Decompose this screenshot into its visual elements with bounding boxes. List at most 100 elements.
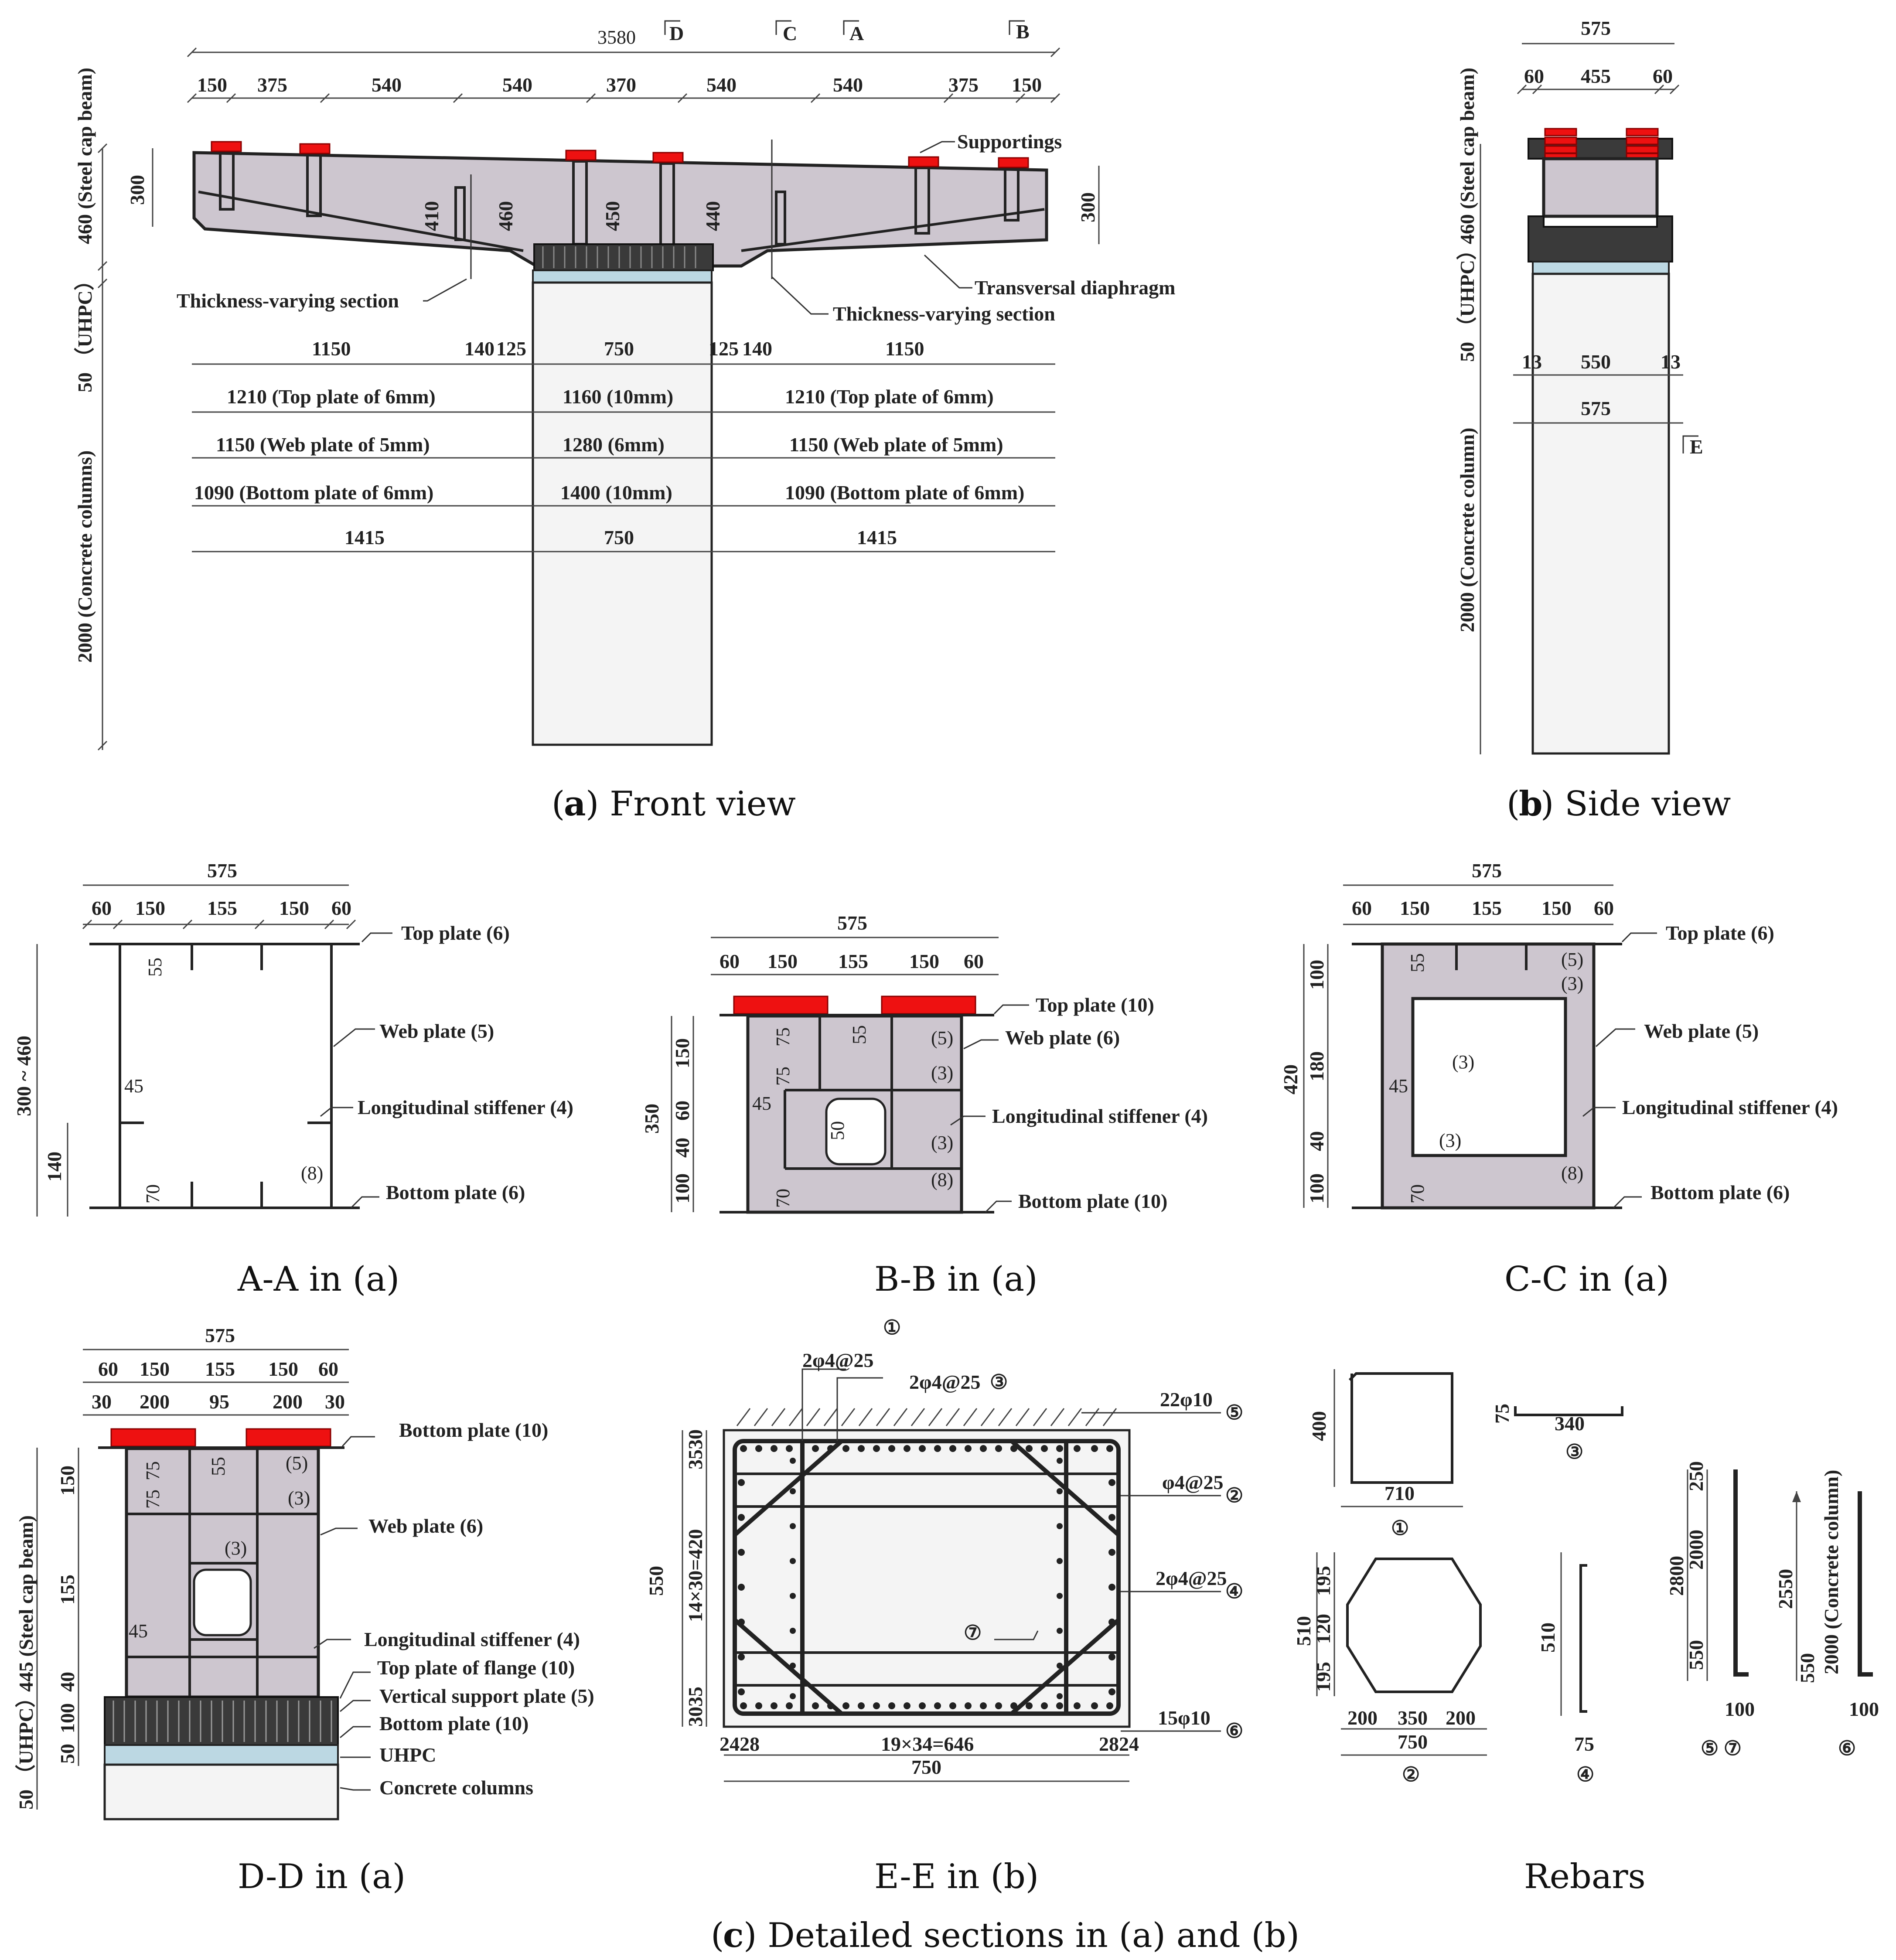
front-dim-6: 540 <box>706 74 737 96</box>
aa-dim-1: 60 <box>92 897 112 919</box>
row1-f: 140 <box>742 337 772 360</box>
side-dim-455: 455 <box>1581 65 1611 87</box>
dd-dim1-2: 150 <box>140 1358 170 1380</box>
rebar57-550: 550 <box>1685 1640 1707 1670</box>
front-dim-3: 540 <box>372 74 402 96</box>
dd-label-stiffener: Longitudinal stiffener (4) <box>364 1628 580 1650</box>
row2-b: 1160 (10mm) <box>563 385 673 408</box>
rebar3-340: 340 <box>1555 1412 1585 1435</box>
bb-vert-350: 350 <box>641 1104 663 1134</box>
row5-c: 1415 <box>857 526 897 549</box>
dd-dim2-5: 30 <box>325 1391 345 1413</box>
dd-dim1-3: 155 <box>205 1358 235 1380</box>
row1-d: 750 <box>604 337 634 360</box>
rebar57-2000: 2000 <box>1685 1530 1707 1570</box>
annotation-diaphragm: Transversal diaphragm <box>975 276 1175 299</box>
side-dim-60-left: 60 <box>1524 65 1544 87</box>
bb-dim-1: 60 <box>720 950 740 972</box>
dd-vert-100: 100 <box>56 1703 78 1733</box>
bb-vert-100: 100 <box>671 1173 693 1203</box>
cc-dim-2: 150 <box>1400 897 1430 919</box>
ee-circle-4: ④ <box>1225 1580 1243 1602</box>
row5-a: 1415 <box>344 526 385 549</box>
aa-label-top: Top plate (6) <box>401 922 510 944</box>
bb-vert-40: 40 <box>671 1138 693 1158</box>
dd-label-concrete: Concrete columns <box>379 1776 533 1799</box>
rebar2-195b: 195 <box>1312 1662 1334 1692</box>
ee-circle-6: ⑥ <box>1225 1720 1243 1742</box>
bb-small-50: 50 <box>827 1121 848 1140</box>
section-ee: 2φ4@25 ① 2φ4@25 ③ 22φ10 ⑤ φ4@25 ② 2φ4@25… <box>645 1316 1243 1896</box>
side-label-steel: 460 (Steel cap beam) <box>1456 68 1478 244</box>
bb-small-75b: 75 <box>772 1067 794 1086</box>
dd-small-75b: 75 <box>142 1490 164 1509</box>
front-local-440: 440 <box>702 201 724 231</box>
red-supportings <box>211 141 1029 168</box>
side-mid-13-left: 13 <box>1522 351 1542 373</box>
row3-c: 1150 (Web plate of 5mm) <box>789 433 1003 456</box>
dd-uhpc <box>104 1744 339 1766</box>
ee-label-6: 15φ10 <box>1158 1707 1211 1729</box>
ee-circle-2: ② <box>1225 1484 1243 1507</box>
dd-dim2-3: 95 <box>209 1391 229 1413</box>
dd-weld-3b: (3) <box>225 1537 247 1559</box>
row1-c: 125 <box>496 337 526 360</box>
aa-dim-3: 155 <box>207 897 237 919</box>
row3-b: 1280 (6mm) <box>563 433 665 456</box>
ee-circle-1: ① <box>883 1316 901 1339</box>
row5-b: 750 <box>604 526 634 549</box>
dd-weld-5: (5) <box>286 1452 308 1474</box>
section-mark-e: E <box>1690 436 1703 458</box>
caption-a-text: ) Front view <box>586 784 796 824</box>
cc-vert-180: 180 <box>1306 1051 1328 1081</box>
rebar6-550: 550 <box>1796 1653 1818 1683</box>
rebar6-column: 2000 (Concrete column) <box>1820 1470 1842 1674</box>
ee-circle-5: ⑤ <box>1225 1401 1243 1424</box>
section-mark-d: D <box>669 22 684 44</box>
dd-column <box>103 1763 339 1820</box>
ee-vert-420: 14×30=420 <box>684 1529 706 1622</box>
section-mark-b: B <box>1016 20 1030 43</box>
ee-label-3: 22φ10 <box>1160 1388 1213 1411</box>
bb-weld-3b: (3) <box>931 1132 953 1153</box>
cc-small-45: 45 <box>1389 1075 1408 1097</box>
row2-a: 1210 (Top plate of 6mm) <box>227 385 436 408</box>
dd-label-bottom-lower: Bottom plate (10) <box>379 1712 529 1735</box>
dd-weld-3a: (3) <box>288 1487 310 1509</box>
row4-c: 1090 (Bottom plate of 6mm) <box>785 481 1024 504</box>
section-cc: 575 60 150 155 150 60 420 100 180 40 100… <box>1279 859 1838 1299</box>
front-dim-rows <box>192 363 1055 552</box>
front-local-410: 410 <box>420 201 443 231</box>
side-mid-13-right: 13 <box>1661 351 1681 373</box>
front-dim-4: 540 <box>502 74 532 96</box>
side-top-total: 575 <box>1581 17 1611 39</box>
bb-dim-2: 150 <box>767 950 798 972</box>
cc-label-web: Web plate (5) <box>1644 1020 1759 1042</box>
front-local-460: 460 <box>494 201 517 231</box>
dd-dim2-4: 200 <box>273 1391 303 1413</box>
ee-circle-7: ⑦ <box>964 1622 982 1644</box>
bb-dim-3: 155 <box>838 950 868 972</box>
dd-vert-155: 155 <box>56 1575 78 1605</box>
rebar-57-shape <box>1733 1469 1749 1677</box>
annotation-supportings: Supportings <box>957 130 1062 153</box>
caption-a-letter: a <box>564 784 586 824</box>
rebar6-2550: 2550 <box>1774 1569 1797 1609</box>
ee-label-2: 2φ4@25 <box>909 1371 981 1393</box>
ee-label-1: 2φ4@25 <box>802 1349 874 1371</box>
support-stiffeners <box>219 151 1020 248</box>
dd-label-vertical: Vertical support plate (5) <box>379 1685 594 1707</box>
ee-column-section <box>723 1429 1131 1728</box>
side-dim-60-right: 60 <box>1653 65 1673 87</box>
cc-box <box>1381 942 1596 1210</box>
rebar2-195a: 195 <box>1312 1566 1334 1596</box>
rebar6-100: 100 <box>1849 1698 1879 1720</box>
rebar57-2800: 2800 <box>1665 1556 1688 1596</box>
uhpc-layer <box>532 269 713 283</box>
section-aa: 575 60 150 155 150 60 300 ~ 460 140 55 4… <box>13 859 573 1299</box>
cc-dim-3: 155 <box>1472 897 1502 919</box>
ee-octagon-stirrup <box>733 1439 1121 1716</box>
cc-caption: C-C in (a) <box>1504 1260 1669 1299</box>
front-local-300-left: 300 <box>126 175 148 205</box>
